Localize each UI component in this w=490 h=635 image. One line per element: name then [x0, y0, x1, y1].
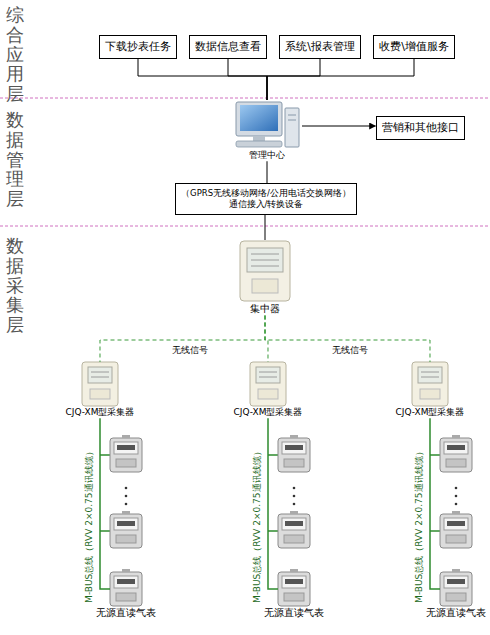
- node-text: 收费\增值服务: [379, 40, 449, 54]
- ellipsis-dots: [125, 487, 458, 506]
- collector-icon: [250, 362, 286, 406]
- node-text: （GPRS无线移动网络/公用电话交换网络）: [181, 188, 351, 199]
- connector: [267, 59, 320, 100]
- node-text: 集中器: [238, 303, 292, 316]
- node-text: 无源直读气表: [426, 607, 486, 620]
- node-text: 通信接入/转换设备: [181, 199, 351, 210]
- icon-space: [232, 100, 302, 150]
- connector: [228, 59, 267, 100]
- icon-space: [426, 572, 486, 607]
- concentrator-icon: [240, 241, 290, 301]
- layer-separator: [0, 226, 490, 227]
- node-text: 系统\报表管理: [285, 40, 355, 54]
- node-text: 数据信息查看: [195, 40, 261, 54]
- icon-space: [233, 362, 302, 407]
- icon-space: [264, 572, 324, 607]
- wireless-label: 无线信号: [170, 345, 210, 355]
- device-node: 无源直读气表: [96, 572, 156, 620]
- process-box: 下载抄表任务: [99, 35, 177, 59]
- process-box: （GPRS无线移动网络/公用电话交换网络）通信接入/转换设备: [175, 183, 357, 214]
- icon-space: [65, 362, 134, 407]
- device-node: 管理中心: [232, 100, 302, 161]
- node-text: CJQ-XM型采集器: [395, 407, 464, 418]
- node-text: 营销和其他接口: [382, 121, 459, 135]
- node-text: 下载抄表任务: [105, 40, 171, 54]
- connector: [100, 418, 110, 589]
- layer-label: 综合应用层: [6, 5, 24, 104]
- connector: [302, 126, 376, 127]
- node-text: 管理中心: [232, 150, 302, 161]
- wireless-label: 无线信号: [330, 345, 370, 355]
- bus-label: M-BUS总线（RVV 2×0.75通讯线缆）: [414, 447, 424, 602]
- node-text: 无源直读气表: [96, 607, 156, 620]
- device-node: CJQ-XM型采集器: [65, 362, 134, 418]
- icon-space: [96, 572, 156, 607]
- collector-icon: [82, 362, 118, 406]
- process-box: 系统\报表管理: [279, 35, 361, 59]
- icon-space: [395, 362, 464, 407]
- bus-label: M-BUS总线（RVV 2×0.75通讯线缆）: [252, 447, 262, 602]
- layer-separator: [0, 98, 490, 99]
- device-node: CJQ-XM型采集器: [233, 362, 302, 418]
- connector: [267, 161, 268, 183]
- node-text: CJQ-XM型采集器: [65, 407, 134, 418]
- connector: [265, 215, 266, 240]
- device-node: CJQ-XM型采集器: [395, 362, 464, 418]
- connector: [265, 316, 430, 363]
- layer-label: 数据采集层: [6, 236, 24, 335]
- layer-label: 数据管理层: [6, 110, 24, 209]
- device-node: 无源直读气表: [264, 572, 324, 620]
- collector-icon: [412, 362, 448, 406]
- bus-label: M-BUS总线（RVV 2×0.75通讯线缆）: [84, 447, 94, 602]
- connector: [138, 59, 267, 100]
- connector: [267, 59, 414, 100]
- node-text: CJQ-XM型采集器: [233, 407, 302, 418]
- computer-icon: [236, 102, 299, 147]
- connector: [430, 418, 440, 589]
- icon-space: [238, 240, 292, 303]
- process-box: 营销和其他接口: [376, 116, 465, 140]
- connector: [268, 418, 278, 589]
- device-node: 集中器: [238, 240, 292, 316]
- gas-meter-icon: [110, 435, 472, 606]
- bus-stubs: [100, 455, 440, 531]
- connector: [100, 316, 265, 363]
- process-box: 收费\增值服务: [373, 35, 455, 59]
- device-node: 无源直读气表: [426, 572, 486, 620]
- node-text: 无源直读气表: [264, 607, 324, 620]
- process-box: 数据信息查看: [189, 35, 267, 59]
